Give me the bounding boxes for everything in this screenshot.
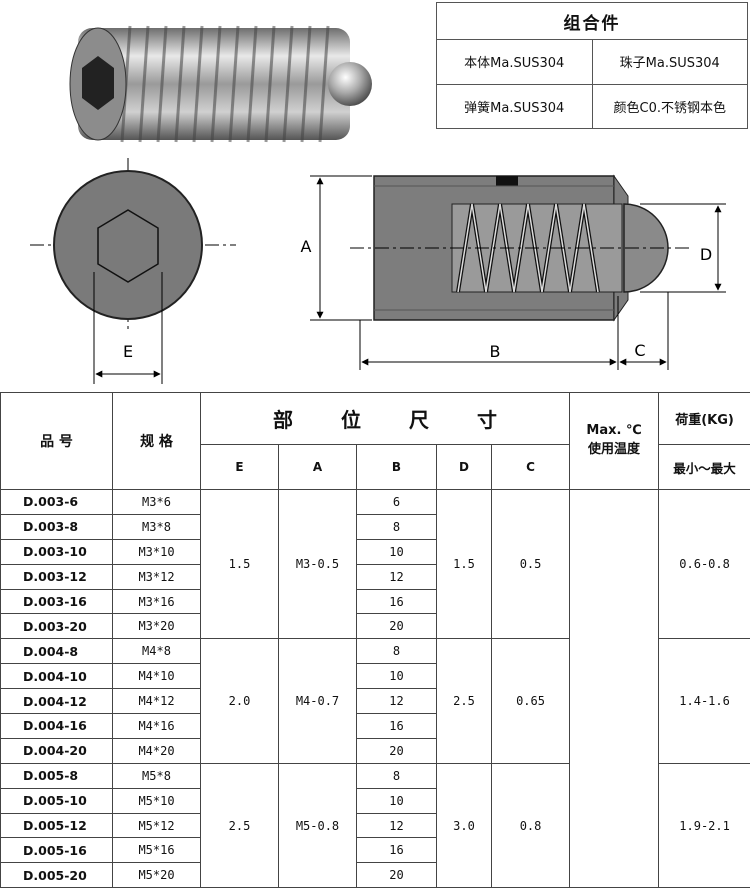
a-value: M5-0.8 [279,763,357,887]
spec-value: M5*20 [113,863,201,888]
header-e: E [201,445,279,490]
b-value: 10 [357,788,437,813]
spec-value: M3*8 [113,514,201,539]
e-value: 2.0 [201,639,279,763]
d-value: 1.5 [437,490,492,639]
spring-material: 弹簧Ma.SUS304 [437,84,593,129]
d-value: 3.0 [437,763,492,887]
header-part-no: 品 号 [1,393,113,490]
spec-value: M5*10 [113,788,201,813]
ball-material: 珠子Ma.SUS304 [592,40,748,85]
dimension-d-label: D [700,245,712,264]
combination-title: 组合件 [437,3,748,40]
b-value: 12 [357,689,437,714]
header-dimensions: 部位尺寸 [201,393,570,445]
b-value: 8 [357,763,437,788]
b-value: 8 [357,639,437,664]
part-code: D.005-10 [1,788,113,813]
a-value: M3-0.5 [279,490,357,639]
spec-value: M4*12 [113,689,201,714]
b-value: 10 [357,664,437,689]
part-code: D.005-20 [1,863,113,888]
c-value: 0.5 [492,490,570,639]
part-code: D.003-20 [1,614,113,639]
spec-value: M5*8 [113,763,201,788]
spec-value: M4*8 [113,639,201,664]
b-value: 20 [357,863,437,888]
dimension-b-label: B [490,342,501,361]
temperature-value [570,490,659,888]
spec-value: M3*6 [113,490,201,515]
c-value: 0.8 [492,763,570,887]
dimension-c-label: C [634,341,645,360]
header-load: 荷重(KG) [659,393,750,445]
spec-value: M3*16 [113,589,201,614]
part-code: D.003-12 [1,564,113,589]
spec-value: M4*16 [113,714,201,739]
b-value: 12 [357,564,437,589]
color-finish: 颜色C0.不锈钢本色 [592,84,748,129]
part-code: D.004-10 [1,664,113,689]
b-value: 12 [357,813,437,838]
part-code: D.005-16 [1,838,113,863]
spec-value: M4*20 [113,738,201,763]
header-c: C [492,445,570,490]
a-value: M4-0.7 [279,639,357,763]
b-value: 16 [357,838,437,863]
combination-table: 组合件 本体Ma.SUS304 珠子Ma.SUS304 弹簧Ma.SUS304 … [436,2,748,129]
part-code: D.004-20 [1,738,113,763]
load-value: 1.4-1.6 [659,639,750,763]
part-code: D.003-16 [1,589,113,614]
header-spec: 规 格 [113,393,201,490]
header-d: D [437,445,492,490]
load-value: 1.9-2.1 [659,763,750,887]
header-load-range: 最小～最大 [659,445,750,490]
spec-value: M3*20 [113,614,201,639]
header-temperature: Max. ℃ 使用温度 [570,393,659,490]
spec-table: 品 号 规 格 部位尺寸 Max. ℃ 使用温度 荷重(KG) E A B D … [0,392,750,888]
c-value: 0.65 [492,639,570,763]
e-value: 1.5 [201,490,279,639]
product-photo [70,26,372,142]
header-b: B [357,445,437,490]
part-code: D.004-16 [1,714,113,739]
load-value: 0.6-0.8 [659,490,750,639]
b-value: 10 [357,539,437,564]
part-code: D.004-12 [1,689,113,714]
side-view: A B C D [301,176,726,370]
dimension-e-label: E [123,342,133,361]
drawing-area: E A B C [0,0,750,392]
part-code: D.005-8 [1,763,113,788]
b-value: 16 [357,589,437,614]
spec-value: M4*10 [113,664,201,689]
part-code: D.003-6 [1,490,113,515]
part-code: D.005-12 [1,813,113,838]
b-value: 16 [357,714,437,739]
part-code: D.003-10 [1,539,113,564]
body-material: 本体Ma.SUS304 [437,40,593,85]
b-value: 20 [357,738,437,763]
table-row: D.003-6 M3*6 1.5 M3-0.5 6 1.5 0.5 0.6-0.… [1,490,750,515]
part-code: D.004-8 [1,639,113,664]
b-value: 8 [357,514,437,539]
b-value: 20 [357,614,437,639]
header-a: A [279,445,357,490]
end-view: E [30,158,236,384]
d-value: 2.5 [437,639,492,763]
b-value: 6 [357,490,437,515]
spec-value: M5*12 [113,813,201,838]
part-code: D.003-8 [1,514,113,539]
spec-value: M5*16 [113,838,201,863]
header-max-temp: Max. ℃ [570,423,658,438]
header-use-temp: 使用温度 [570,438,658,457]
spec-value: M3*10 [113,539,201,564]
e-value: 2.5 [201,763,279,887]
spec-value: M3*12 [113,564,201,589]
dimension-a-label: A [301,237,312,256]
